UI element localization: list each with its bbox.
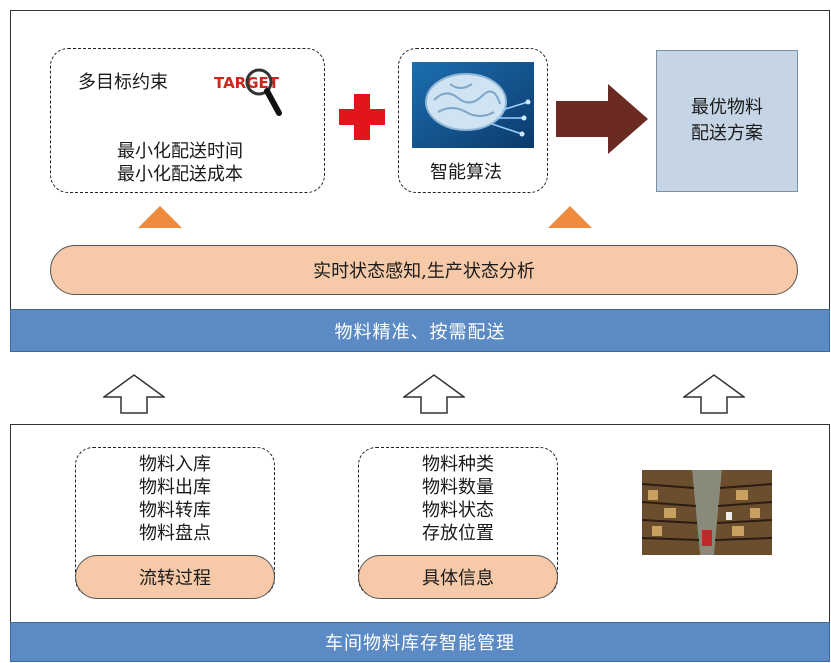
constraint-item: 最小化配送时间 bbox=[117, 141, 243, 162]
algorithm-label: 智能算法 bbox=[430, 162, 502, 183]
info-pill: 具体信息 bbox=[358, 555, 558, 599]
process-item: 物料转库 bbox=[139, 500, 211, 521]
analysis-pill: 实时状态感知,生产状态分析 bbox=[50, 245, 798, 295]
process-pill: 流转过程 bbox=[75, 555, 275, 599]
process-item: 物料出库 bbox=[139, 477, 211, 498]
precise-delivery-bar: 物料精准、按需配送 bbox=[10, 309, 830, 352]
constraints-title: 多目标约束 bbox=[78, 72, 168, 93]
process-item: 物料入库 bbox=[139, 454, 211, 475]
optimal-plan-line: 配送方案 bbox=[691, 123, 763, 144]
info-item: 物料数量 bbox=[422, 477, 494, 498]
constraints-list: 最小化配送时间 最小化配送成本 bbox=[95, 140, 265, 186]
brain-circuit-icon bbox=[412, 62, 534, 148]
right-arrow-icon bbox=[556, 84, 648, 154]
constraint-item: 最小化配送成本 bbox=[117, 164, 243, 185]
hollow-up-arrow-icon bbox=[401, 374, 467, 414]
up-arrow-icon bbox=[548, 206, 592, 228]
hollow-up-arrow-icon bbox=[101, 374, 167, 414]
constraints-box bbox=[50, 48, 325, 193]
plus-icon bbox=[337, 92, 387, 142]
target-magnifier-icon: TARGET bbox=[212, 58, 284, 120]
info-item: 存放位置 bbox=[422, 523, 494, 544]
process-list: 物料入库 物料出库 物料转库 物料盘点 bbox=[100, 453, 250, 545]
warehouse-photo bbox=[641, 470, 773, 555]
algorithm-box bbox=[398, 48, 548, 193]
optimal-plan-line: 最优物料 bbox=[691, 97, 763, 118]
info-item: 物料状态 bbox=[422, 500, 494, 521]
up-arrow-icon bbox=[138, 206, 182, 228]
info-list: 物料种类 物料数量 物料状态 存放位置 bbox=[383, 453, 533, 545]
optimal-plan-box: 最优物料 配送方案 bbox=[656, 50, 798, 192]
inventory-management-bar: 车间物料库存智能管理 bbox=[10, 622, 830, 662]
info-item: 物料种类 bbox=[422, 454, 494, 475]
hollow-up-arrow-icon bbox=[681, 374, 747, 414]
process-item: 物料盘点 bbox=[139, 523, 211, 544]
